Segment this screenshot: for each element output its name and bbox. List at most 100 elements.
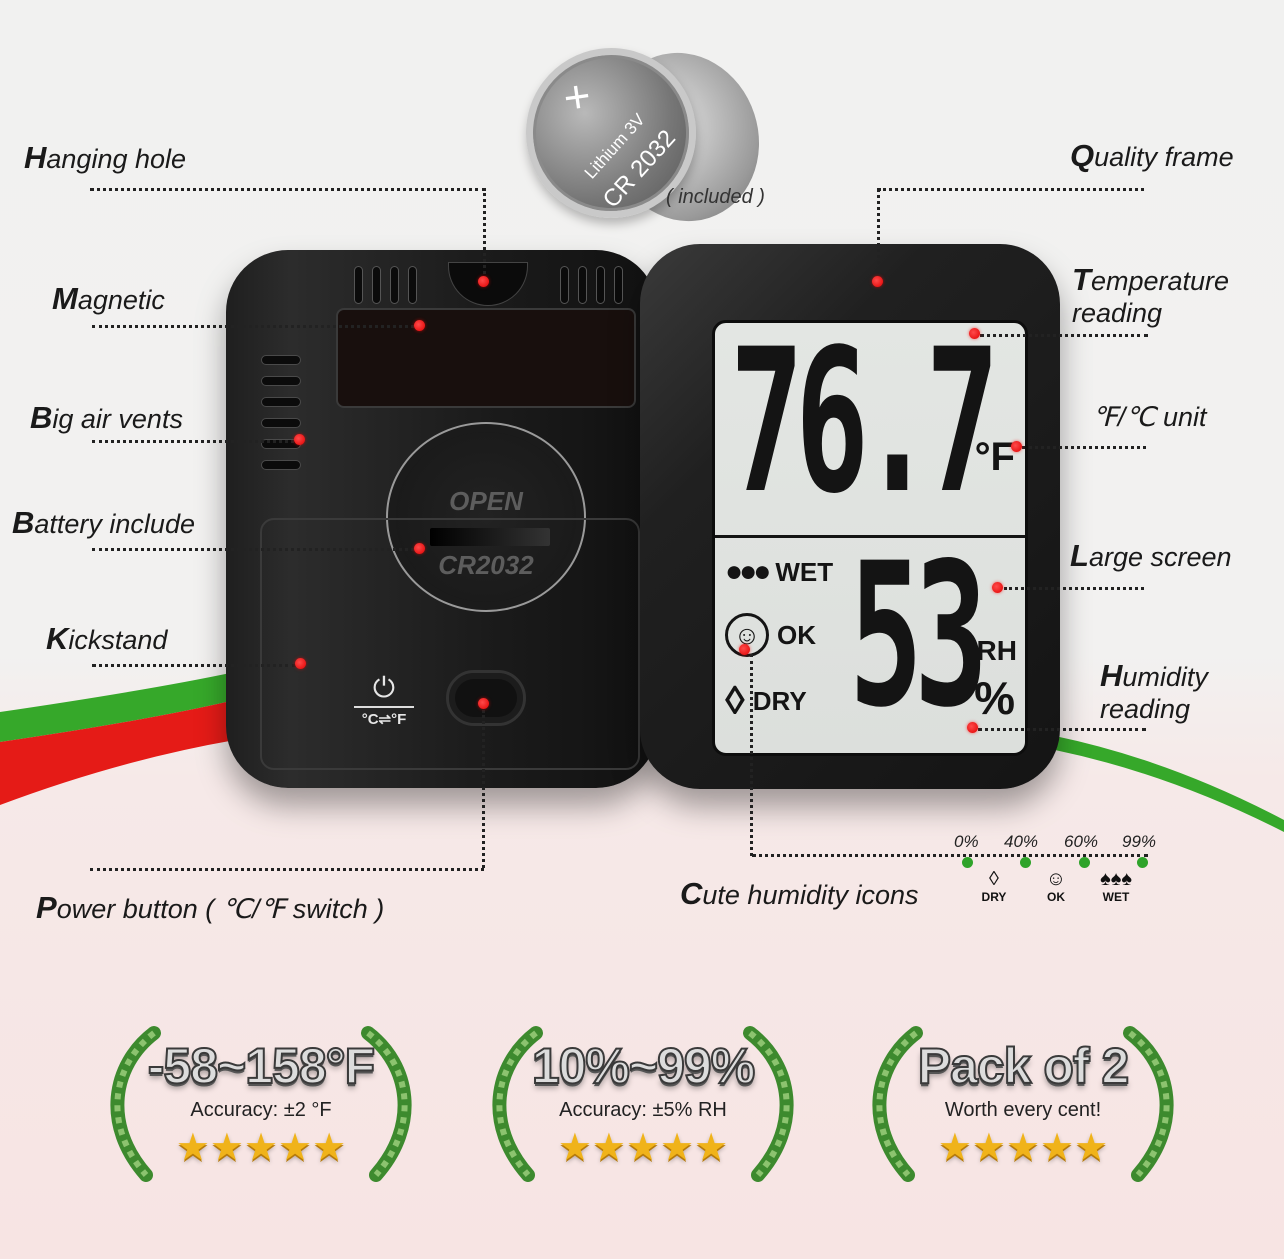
callout-hanging-hole: Hanging hole xyxy=(24,140,187,175)
vent-icon xyxy=(261,397,301,407)
leader-line xyxy=(483,188,486,280)
badge-temperature-range: -58~158°F Accuracy: ±2 °F ★★★★★ xyxy=(96,1015,426,1195)
badge-title: -58~158°F xyxy=(147,1037,376,1095)
three-drops-icon: ●●● xyxy=(725,555,771,588)
scale-tick-40: 40% xyxy=(1004,832,1039,851)
battery-cover-slot xyxy=(430,528,550,546)
laurel-left-icon xyxy=(492,1026,543,1182)
laurel-left-icon xyxy=(110,1026,161,1182)
battery-included-note: ( included ) xyxy=(666,186,765,208)
star-rating-icon: ★★★★★ xyxy=(937,1127,1109,1169)
scale-icon-wet: ♠♠♠ WET xyxy=(1091,868,1141,904)
scale-dot xyxy=(962,857,973,868)
temperature-reading: 76.7 xyxy=(730,320,1000,537)
magnetic-panel xyxy=(336,308,636,408)
leader-line xyxy=(482,710,485,868)
three-drops-icon: ♠♠♠ xyxy=(1100,868,1132,890)
level-ok: ☺ OK xyxy=(725,613,816,657)
callout-large-screen: Large screen xyxy=(1070,538,1232,573)
thermometer-front: 76.7 °F ●●● WET ☺ OK ◊ DRY 53 RH % xyxy=(640,244,1060,789)
leader-line xyxy=(1004,587,1144,590)
smiley-icon: ☺ xyxy=(1045,868,1067,890)
leader-line xyxy=(92,440,294,443)
laurel-right-icon xyxy=(361,1026,412,1182)
badge-subtitle: Worth every cent! xyxy=(944,1099,1102,1121)
marker-dot xyxy=(478,698,489,709)
plus-icon: + xyxy=(560,68,594,124)
temperature-unit: °F xyxy=(974,435,1015,479)
star-rating-icon: ★★★★★ xyxy=(557,1127,729,1169)
badge-title: 10%~99% xyxy=(531,1037,756,1095)
scale-dot xyxy=(1079,857,1090,868)
leader-line xyxy=(978,728,1146,731)
laurel-left-icon xyxy=(872,1026,923,1182)
humidity-unit-percent: % xyxy=(974,672,1015,724)
humidity-unit-rh: RH xyxy=(976,635,1017,666)
leader-line xyxy=(877,188,880,278)
callout-air-vents: Big air vents xyxy=(30,400,183,435)
leader-line xyxy=(92,325,414,328)
level-ok-label: OK xyxy=(777,619,816,650)
badge-humidity-range: 10%~99% Accuracy: ±5% RH ★★★★★ xyxy=(478,1015,808,1195)
marker-dot xyxy=(872,276,883,287)
smiley-icon: ☺ xyxy=(725,613,769,657)
unit-switch-label: °C⇌°F xyxy=(361,711,407,728)
level-wet: ●●● WET xyxy=(725,555,833,589)
callout-humidity-icons: Cute humidity icons xyxy=(680,876,919,911)
vent-icon xyxy=(578,266,587,304)
leader-line xyxy=(752,854,1148,857)
marker-dot xyxy=(294,434,305,445)
battery-cover-model-label: CR2032 xyxy=(438,550,534,580)
level-dry-label: DRY xyxy=(752,686,807,716)
kickstand[interactable] xyxy=(260,518,640,770)
star-rating-icon: ★★★★★ xyxy=(175,1127,347,1169)
vent-icon xyxy=(354,266,363,304)
marker-dot xyxy=(992,582,1003,593)
leader-line xyxy=(90,868,484,871)
laurel-right-icon xyxy=(1123,1026,1174,1182)
leader-line xyxy=(90,188,486,191)
scale-tick-99: 99% xyxy=(1122,832,1157,851)
humidity-reading: 53 xyxy=(848,520,988,751)
scale-dot xyxy=(1137,857,1148,868)
battery-cover-open-label: OPEN xyxy=(449,486,523,516)
scale-icon-dry: ◊ DRY xyxy=(969,868,1019,904)
vent-icon xyxy=(408,266,417,304)
leader-line xyxy=(878,188,1144,191)
drop-outline-icon: ◊ xyxy=(989,868,999,890)
vent-icon xyxy=(261,355,301,365)
marker-dot xyxy=(1011,441,1022,452)
vent-icon xyxy=(372,266,381,304)
lcd-screen: 76.7 °F ●●● WET ☺ OK ◊ DRY 53 RH % xyxy=(712,320,1028,756)
vent-icon xyxy=(614,266,623,304)
lcd-divider xyxy=(715,535,1025,538)
callout-quality-frame: Quality frame xyxy=(1070,138,1234,173)
marker-dot xyxy=(739,644,750,655)
callout-kickstand: Kickstand xyxy=(46,621,168,656)
leader-line xyxy=(92,664,296,667)
scale-tick-0: 0% xyxy=(954,832,979,851)
marker-dot xyxy=(295,658,306,669)
marker-dot xyxy=(478,276,489,287)
vent-icon xyxy=(596,266,605,304)
badge-pack-of-2: Pack of 2 Worth every cent! ★★★★★ xyxy=(858,1015,1188,1195)
leader-line xyxy=(750,654,753,856)
leader-line xyxy=(980,334,1148,337)
marker-dot xyxy=(414,320,425,331)
badge-subtitle: Accuracy: ±2 °F xyxy=(190,1099,332,1121)
badge-subtitle: Accuracy: ±5% RH xyxy=(559,1099,727,1121)
callout-battery: Battery include xyxy=(12,505,195,540)
laurel-right-icon xyxy=(743,1026,794,1182)
battery-cover[interactable]: OPEN CR2032 xyxy=(386,422,586,612)
leader-line xyxy=(92,548,414,551)
callout-power-button: Power button ( ℃/℉ switch ) xyxy=(36,890,385,925)
callout-magnetic: Magnetic xyxy=(52,281,165,316)
scale-tick-60: 60% xyxy=(1064,832,1099,851)
power-switch-legend: ⏻ °C⇌°F xyxy=(354,674,414,728)
callout-unit: ℉/℃ unit xyxy=(1092,402,1207,432)
vent-icon xyxy=(261,418,301,428)
vent-icon xyxy=(261,460,301,470)
